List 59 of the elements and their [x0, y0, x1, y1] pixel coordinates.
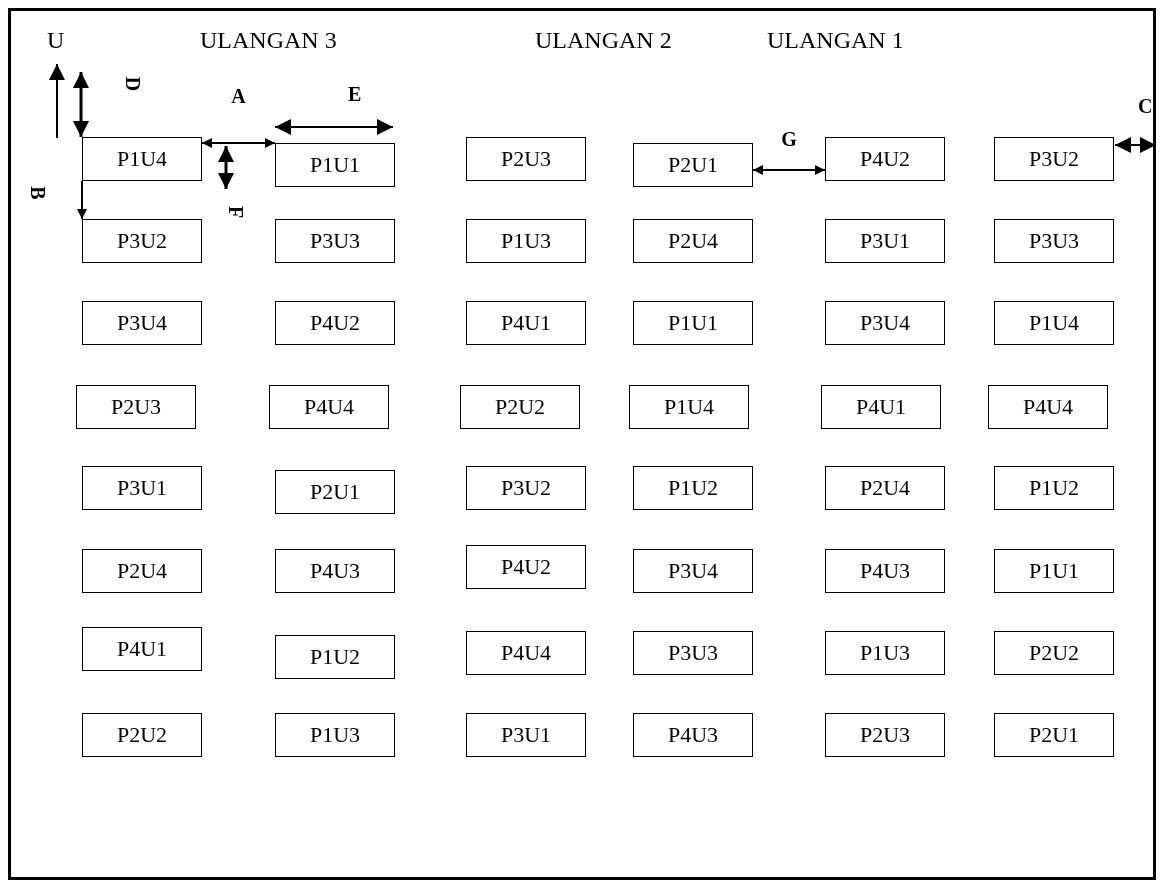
plot-box: P4U4: [988, 385, 1108, 429]
dimension-letter: F: [226, 205, 247, 219]
block-heading: ULANGAN 2: [535, 28, 672, 52]
plot-box: P1U1: [994, 549, 1114, 593]
plot-box: P1U3: [275, 713, 395, 757]
plot-box: P2U3: [825, 713, 945, 757]
plot-box: P2U2: [82, 713, 202, 757]
dimension-letter: D: [123, 76, 144, 92]
plot-box: P4U1: [466, 301, 586, 345]
plot-box: P2U4: [825, 466, 945, 510]
plot-box: P3U1: [82, 466, 202, 510]
dimension-letter: E: [348, 84, 362, 104]
plot-box: P2U4: [633, 219, 753, 263]
plot-box: P1U1: [633, 301, 753, 345]
plot-box: P2U1: [994, 713, 1114, 757]
plot-box: P4U4: [466, 631, 586, 675]
plot-box: P3U3: [275, 219, 395, 263]
plot-box: P3U2: [82, 219, 202, 263]
plot-box: P1U4: [994, 301, 1114, 345]
plot-box: P1U4: [82, 137, 202, 181]
plot-box: P4U1: [82, 627, 202, 671]
plot-box: P1U2: [275, 635, 395, 679]
double-arrow: [201, 138, 276, 148]
plot-box: P3U3: [633, 631, 753, 675]
plot-box: P3U2: [994, 137, 1114, 181]
plot-box: P2U3: [466, 137, 586, 181]
block-heading: ULANGAN 1: [767, 28, 904, 52]
plot-box: P2U2: [994, 631, 1114, 675]
plot-box: P4U3: [825, 549, 945, 593]
plot-box: P2U3: [76, 385, 196, 429]
plot-box: P4U2: [275, 301, 395, 345]
plot-box: P4U3: [275, 549, 395, 593]
block-heading: ULANGAN 3: [200, 28, 337, 52]
north-label: U: [47, 28, 65, 52]
double-arrow: [752, 165, 826, 175]
plot-box: P4U3: [633, 713, 753, 757]
plot-box: P1U2: [994, 466, 1114, 510]
dimension-letter: C: [1138, 96, 1153, 116]
plot-box: P4U1: [821, 385, 941, 429]
plot-box: P1U2: [633, 466, 753, 510]
plot-box: P3U3: [994, 219, 1114, 263]
arrow: [77, 180, 87, 220]
plot-box: P2U1: [275, 470, 395, 514]
plot-box: P4U2: [466, 545, 586, 589]
plot-box: P2U4: [82, 549, 202, 593]
plot-box: P2U2: [460, 385, 580, 429]
plot-box: P4U4: [269, 385, 389, 429]
plot-box: P3U4: [825, 301, 945, 345]
plot-box: P3U1: [825, 219, 945, 263]
plot-box: P1U1: [275, 143, 395, 187]
plot-box: P4U2: [825, 137, 945, 181]
plot-box: P3U4: [82, 301, 202, 345]
plot-box: P3U4: [633, 549, 753, 593]
plot-box: P2U1: [633, 143, 753, 187]
plot-box: P3U2: [466, 466, 586, 510]
plot-box: P1U4: [629, 385, 749, 429]
plot-box: P1U3: [466, 219, 586, 263]
plot-box: P1U3: [825, 631, 945, 675]
plot-box: P3U1: [466, 713, 586, 757]
